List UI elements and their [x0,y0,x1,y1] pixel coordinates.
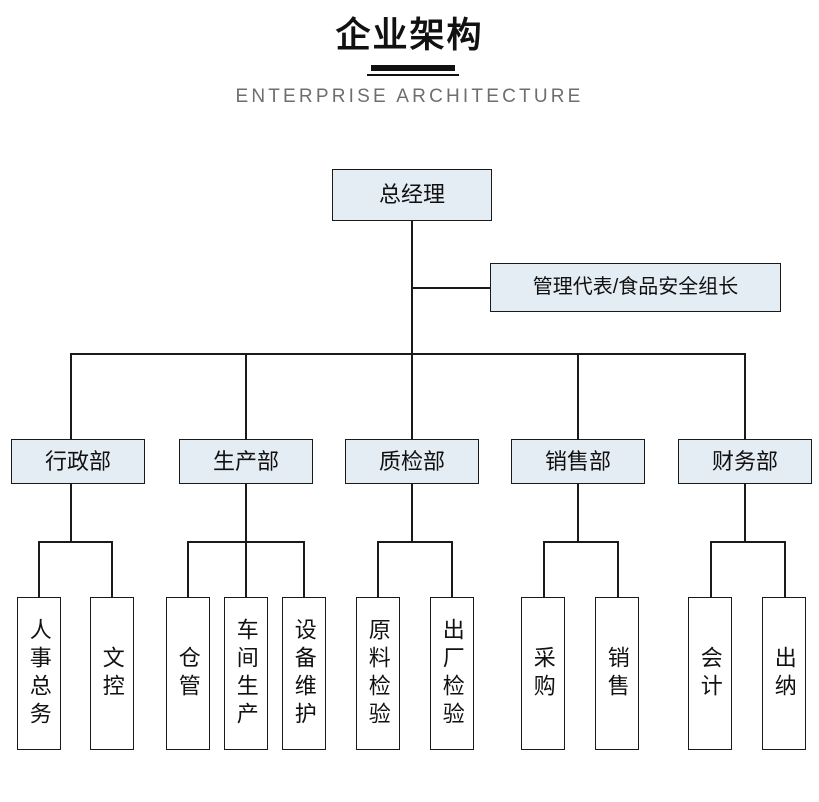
node-label: 销售部 [544,448,611,474]
node-department-0[interactable]: 行政部 [11,439,145,484]
node-label: 出纳 [771,645,797,702]
connector-leaf-drop-2-2 [303,541,305,597]
connector-subbus-4 [543,541,619,543]
connector-dept-stem-1 [70,484,72,541]
connector-staff-branch [411,287,491,289]
node-label: 车间生产 [233,617,259,730]
node-label: 出厂检验 [439,617,465,730]
connector-leaf-drop-1-0 [38,541,40,597]
node-label: 原料检验 [365,617,391,730]
connector-department-bus [70,353,746,355]
node-leaf-4-1[interactable]: 出纳 [762,597,806,750]
node-leaf-0-0[interactable]: 人事总务 [17,597,61,750]
connector-leaf-drop-2-0 [187,541,189,597]
connector-leaf-drop-5-1 [784,541,786,597]
connector-dept-stem-5 [744,484,746,541]
connector-leaf-drop-3-1 [451,541,453,597]
node-label: 设备维护 [291,617,317,730]
node-department-1[interactable]: 生产部 [179,439,313,484]
node-leaf-1-2[interactable]: 设备维护 [282,597,326,750]
node-department-2[interactable]: 质检部 [345,439,479,484]
node-staff-management-representative[interactable]: 管理代表/食品安全组长 [490,263,781,312]
connector-leaf-drop-1-1 [111,541,113,597]
node-leaf-4-0[interactable]: 会计 [688,597,732,750]
connector-leaf-drop-2-1 [245,541,247,597]
node-root-general-manager[interactable]: 总经理 [332,169,492,221]
node-department-3[interactable]: 销售部 [511,439,645,484]
title-divider-bar [371,65,455,71]
node-label: 生产部 [212,448,279,474]
node-leaf-2-0[interactable]: 原料检验 [356,597,400,750]
connector-dept-stem-2 [245,484,247,541]
node-label: 文控 [99,645,125,702]
node-label: 财务部 [711,448,778,474]
node-label: 销售 [604,645,630,702]
connector-leaf-drop-4-1 [617,541,619,597]
connector-dept-drop-4 [577,353,579,439]
connector-dept-stem-4 [577,484,579,541]
node-leaf-2-1[interactable]: 出厂检验 [430,597,474,750]
node-leaf-3-1[interactable]: 销售 [595,597,639,750]
connector-dept-drop-1 [70,353,72,439]
page-title: 企业架构 [335,16,484,55]
chart-header: 企业架构 ENTERPRISE ARCHITECTURE [0,0,819,130]
node-label: 采购 [530,645,556,702]
node-leaf-3-0[interactable]: 采购 [521,597,565,750]
connector-dept-stem-3 [411,484,413,541]
node-label: 会计 [697,645,723,702]
connector-subbus-3 [377,541,453,543]
connector-dept-drop-3 [411,353,413,439]
connector-subbus-1 [38,541,113,543]
node-label: 人事总务 [26,617,52,730]
connector-dept-drop-5 [744,353,746,439]
title-divider-line [367,74,459,76]
node-leaf-1-0[interactable]: 仓管 [166,597,210,750]
node-label: 质检部 [378,448,445,474]
node-label: 仓管 [175,645,201,702]
connector-leaf-drop-3-0 [377,541,379,597]
connector-dept-drop-2 [245,353,247,439]
node-department-4[interactable]: 财务部 [678,439,812,484]
connector-subbus-5 [710,541,786,543]
node-leaf-0-1[interactable]: 文控 [90,597,134,750]
node-label: 总经理 [378,182,445,208]
node-label: 管理代表/食品安全组长 [532,276,739,298]
node-leaf-1-1[interactable]: 车间生产 [224,597,268,750]
connector-leaf-drop-5-0 [710,541,712,597]
page-subtitle: ENTERPRISE ARCHITECTURE [235,86,584,107]
node-label: 行政部 [44,448,111,474]
connector-leaf-drop-4-0 [543,541,545,597]
